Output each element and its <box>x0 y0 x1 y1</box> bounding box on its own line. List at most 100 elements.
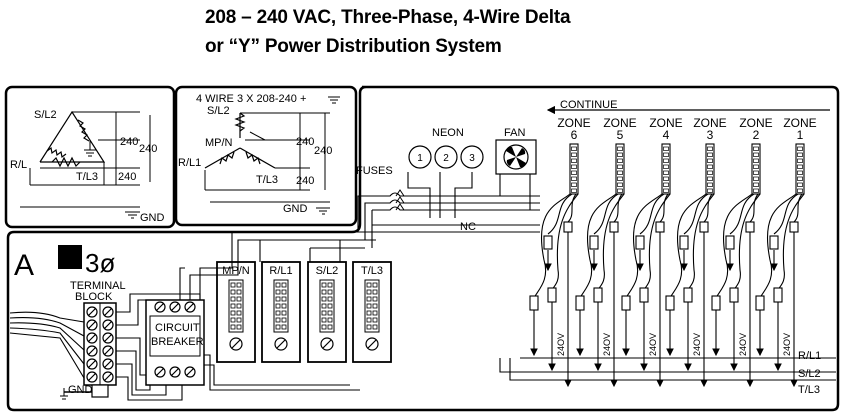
zone-connector <box>725 235 735 250</box>
terminal-block-label-2: BLOCK <box>75 291 113 303</box>
relay-segment <box>366 296 372 302</box>
relay-segment <box>281 303 287 309</box>
delta-panel <box>4 85 176 229</box>
zone-strip-segment <box>797 170 803 175</box>
relay-module: MP/N <box>216 261 256 363</box>
wye-sl2-label: S/L2 <box>207 105 230 117</box>
zone-lead <box>593 193 619 235</box>
zone-connector <box>711 295 721 311</box>
zone-lead <box>669 193 707 299</box>
zone-connector <box>543 235 553 250</box>
zone-strip-segment <box>707 170 713 175</box>
zone-strip-segment <box>571 158 577 163</box>
relay-segment <box>281 296 287 302</box>
wye-rl1-label: R/L1 <box>178 157 201 169</box>
bus-rl1-label: R/L1 <box>798 350 821 362</box>
relay-segment <box>366 317 372 323</box>
zone-strip-segment <box>571 146 577 151</box>
fan-label: FAN <box>504 127 525 139</box>
relay-segment <box>281 289 287 295</box>
zone-strip-segment <box>797 146 803 151</box>
relay-segment <box>236 324 242 330</box>
zone-strip-segment <box>753 152 759 157</box>
wye-240-right: 240 <box>314 145 332 157</box>
zone-strip-segment <box>663 152 669 157</box>
zone-lead <box>643 193 671 291</box>
relay-segment <box>275 324 281 330</box>
relay-segment <box>281 324 287 330</box>
relay-segment <box>327 289 333 295</box>
zone-strip-segment <box>617 158 623 163</box>
zone-lead <box>567 193 577 223</box>
zone-connector <box>745 221 755 233</box>
relay-segment <box>366 289 372 295</box>
a-label: A <box>14 249 34 282</box>
zone-strip-segment <box>753 176 759 181</box>
relay-segment <box>327 303 333 309</box>
zone-connector <box>609 221 619 233</box>
zone-voltage-label: 24OV <box>648 333 658 356</box>
zone-connector <box>635 235 645 250</box>
zones: ZONE624OVZONE524OVZONE424OVZONE324OVZONE… <box>529 116 817 388</box>
relay-segment <box>366 282 372 288</box>
phase-label: 3ø <box>85 248 115 278</box>
relay-segment <box>372 296 378 302</box>
relay-module-label: T/L3 <box>361 265 383 277</box>
zone-lead <box>551 193 579 291</box>
relay-segment <box>327 282 333 288</box>
zone-strip-segment <box>753 164 759 169</box>
relay-segment <box>236 310 242 316</box>
zone-voltage-label: 24OV <box>602 333 612 356</box>
relay-module: S/L2 <box>307 261 347 363</box>
relay-segment <box>327 310 333 316</box>
zone-strip-segment <box>571 164 577 169</box>
bus-tl3-label: T/L3 <box>798 384 820 396</box>
relay-segment <box>372 303 378 309</box>
zone-voltage-label: 24OV <box>556 333 566 356</box>
zone-connector <box>679 235 689 250</box>
zone-lead <box>703 193 713 223</box>
zone-strip-segment <box>663 188 669 193</box>
wye-panel <box>174 85 358 227</box>
relay-segment <box>372 310 378 316</box>
zone-number: 6 <box>571 128 578 142</box>
zone-connector <box>729 287 739 303</box>
zone-connector <box>683 287 693 303</box>
relay-segment <box>236 303 242 309</box>
zone-connector <box>589 235 599 250</box>
zone-strip-segment <box>617 182 623 187</box>
delta-240-top: 240 <box>120 136 138 148</box>
relay-segment <box>372 324 378 330</box>
zone-strip-segment <box>707 164 713 169</box>
neon-lamp-icon <box>434 145 458 169</box>
relay-segment <box>372 289 378 295</box>
zone-lead <box>597 193 625 291</box>
delta-240-right: 240 <box>139 143 157 155</box>
gnd-label: GND <box>68 384 93 396</box>
zone-voltage-label: 24OV <box>738 333 748 356</box>
relay-segment <box>321 282 327 288</box>
zone-strip-segment <box>753 182 759 187</box>
relay-segment <box>327 317 333 323</box>
fuses-label: FUSES <box>356 165 393 177</box>
title-line-2: or “Y” Power Distribution System <box>205 36 502 57</box>
relay-segment <box>230 303 236 309</box>
zone-strip-segment <box>797 188 803 193</box>
continue-label: CONTINUE <box>560 99 617 111</box>
zone-connector <box>665 295 675 311</box>
bus-wiring <box>189 192 836 391</box>
relay-segment <box>275 296 281 302</box>
relay-segment <box>321 296 327 302</box>
zone-connector <box>773 287 783 303</box>
zone-number: 3 <box>707 128 714 142</box>
terminal-block-screws <box>86 306 114 383</box>
zone-strip-segment <box>571 176 577 181</box>
zone-lead <box>729 193 755 235</box>
delta-diagram <box>20 110 151 219</box>
zone-strip-segment <box>707 182 713 187</box>
filled-square-icon <box>58 245 82 269</box>
zone-lead <box>733 193 761 291</box>
relay-segment <box>236 289 242 295</box>
